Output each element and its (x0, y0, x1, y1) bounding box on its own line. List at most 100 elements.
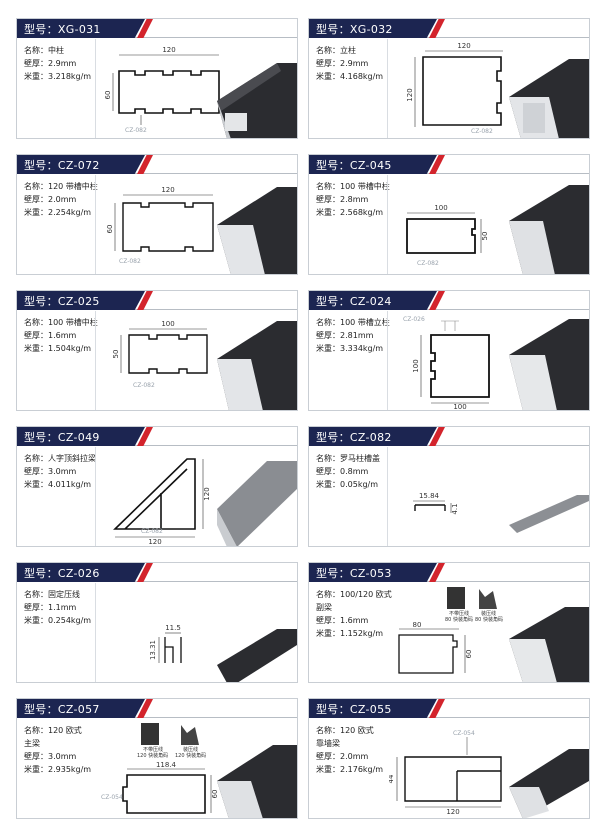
product-card-xg-031: 型号：XG-031 名称：中柱 壁厚：2.9mm 米重：3.218kg/m 12… (16, 18, 298, 139)
spec-list: 名称：中柱 壁厚：2.9mm 米重：3.218kg/m (24, 46, 92, 81)
model-title: 型号：CZ-026 (24, 567, 100, 580)
card-header: 型号：CZ-026 (17, 563, 297, 582)
model-title: 型号：XG-032 (316, 23, 393, 36)
svg-text:CZ-082: CZ-082 (119, 258, 141, 265)
model-title: 型号：CZ-024 (316, 295, 392, 308)
svg-text:120: 120 (446, 808, 459, 816)
cross-section-drawing: 120 60 CZ-082 (101, 177, 227, 273)
svg-text:120: 120 (161, 186, 174, 194)
profile-photo (217, 585, 297, 682)
svg-text:100: 100 (453, 403, 466, 409)
model-title: 型号：CZ-049 (24, 431, 100, 444)
cross-section-drawing: 15.84 4.1 (393, 449, 519, 545)
svg-text:120 快装角码: 120 快装角码 (137, 752, 168, 759)
spec-list: 名称：100 带槽中柱 壁厚：2.8mm 米重：2.568kg/m (316, 182, 390, 217)
spec-list: 名称：100 带槽中柱 壁厚：1.6mm 米重：1.504kg/m (24, 318, 98, 353)
card-header: 型号：XG-032 (309, 19, 589, 38)
model-title: 型号：CZ-045 (316, 159, 392, 172)
profile-photo (217, 41, 297, 138)
cross-section-drawing: 120 60 CZ-082 (101, 41, 227, 137)
model-title: 型号：CZ-025 (24, 295, 100, 308)
product-card-cz-045: 型号：CZ-045 名称：100 带槽中柱 壁厚：2.8mm 米重：2.568k… (308, 154, 590, 275)
profile-photo (509, 449, 589, 546)
svg-text:CZ-082: CZ-082 (133, 382, 155, 389)
model-title: 型号：CZ-055 (316, 703, 392, 716)
product-card-cz-053: 型号：CZ-053 名称：100/120 欧式 副梁 壁厚：1.6mm 米重：1… (308, 562, 590, 683)
profile-photo (509, 721, 589, 818)
product-card-cz-025: 型号：CZ-025 名称：100 带槽中柱 壁厚：1.6mm 米重：1.504k… (16, 290, 298, 411)
cross-section-drawing: CZ-026 100 100 (393, 313, 519, 409)
svg-text:120: 120 (162, 46, 175, 54)
card-header: 型号：CZ-024 (309, 291, 589, 310)
spec-list: 名称：固定压线 壁厚：1.1mm 米重：0.254kg/m (24, 590, 92, 625)
svg-text:不带压线: 不带压线 (449, 610, 469, 617)
profile-photo (217, 721, 297, 818)
card-header: 型号：CZ-072 (17, 155, 297, 174)
spec-list: 名称：120 欧式 主梁 壁厚：3.0mm 米重：2.935kg/m (24, 726, 92, 774)
svg-text:50: 50 (112, 350, 120, 359)
card-header: 型号：CZ-025 (17, 291, 297, 310)
spec-list: 名称：立柱 壁厚：2.9mm 米重：4.168kg/m (316, 46, 384, 81)
spec-list: 名称：120 带槽中柱 壁厚：2.0mm 米重：2.254kg/m (24, 182, 98, 217)
spec-list: 名称：罗马柱槽盖 壁厚：0.8mm 米重：0.05kg/m (316, 454, 380, 489)
svg-text:15.84: 15.84 (419, 492, 440, 500)
cross-section-drawing: 不带压线 120 快装角码 装压线 120 快装角码 118.4 60 CZ-0… (97, 721, 237, 817)
model-title: 型号：CZ-053 (316, 567, 392, 580)
product-card-cz-082: 型号：CZ-082 名称：罗马柱槽盖 壁厚：0.8mm 米重：0.05kg/m … (308, 426, 590, 547)
model-title: 型号：XG-031 (24, 23, 101, 36)
catalog-grid: 型号：XG-031 名称：中柱 壁厚：2.9mm 米重：3.218kg/m 12… (16, 18, 590, 819)
profile-photo (509, 41, 589, 138)
svg-text:CZ-026: CZ-026 (403, 316, 425, 323)
spec-list: 名称：120 欧式 靠墙梁 壁厚：2.0mm 米重：2.176kg/m (316, 726, 384, 774)
profile-photo (509, 585, 589, 682)
card-header: 型号：CZ-045 (309, 155, 589, 174)
svg-text:CZ-082: CZ-082 (141, 528, 163, 535)
svg-text:100: 100 (161, 320, 174, 328)
svg-text:60: 60 (211, 790, 219, 799)
product-card-cz-057: 型号：CZ-057 名称：120 欧式 主梁 壁厚：3.0mm 米重：2.935… (16, 698, 298, 819)
svg-text:118.4: 118.4 (156, 761, 177, 769)
svg-text:120: 120 (457, 42, 470, 50)
svg-text:100: 100 (434, 204, 447, 212)
card-header: 型号：CZ-049 (17, 427, 297, 446)
profile-photo (509, 177, 589, 274)
card-header: 型号：CZ-057 (17, 699, 297, 718)
svg-text:50: 50 (481, 232, 489, 241)
svg-text:CZ-054: CZ-054 (453, 730, 475, 737)
card-header: 型号：CZ-082 (309, 427, 589, 446)
cross-section-drawing: 100 50 CZ-082 (101, 313, 227, 409)
svg-text:120 快装角码: 120 快装角码 (175, 752, 206, 759)
product-card-cz-026: 型号：CZ-026 名称：固定压线 壁厚：1.1mm 米重：0.254kg/m … (16, 562, 298, 683)
svg-text:CZ-082: CZ-082 (417, 260, 439, 267)
svg-text:120: 120 (148, 538, 161, 545)
svg-text:装压线: 装压线 (183, 746, 198, 753)
product-card-xg-032: 型号：XG-032 名称：立柱 壁厚：2.9mm 米重：4.168kg/m 12… (308, 18, 590, 139)
svg-text:120: 120 (406, 88, 414, 101)
svg-text:13.31: 13.31 (149, 640, 157, 660)
product-card-cz-024: 型号：CZ-024 名称：100 带槽立柱 壁厚：2.81mm 米重：3.334… (308, 290, 590, 411)
product-card-cz-055: 型号：CZ-055 名称：120 欧式 靠墙梁 壁厚：2.0mm 米重：2.17… (308, 698, 590, 819)
card-header: 型号：CZ-053 (309, 563, 589, 582)
model-title: 型号：CZ-072 (24, 159, 100, 172)
cross-section-drawing: 11.5 13.31 (101, 585, 227, 681)
svg-text:60: 60 (104, 91, 112, 100)
svg-text:80 快装角码: 80 快装角码 (445, 616, 473, 623)
svg-text:80 快装角码: 80 快装角码 (475, 616, 503, 623)
svg-text:不带压线: 不带压线 (143, 746, 163, 753)
spec-list: 名称：人字顶斜拉梁 壁厚：3.0mm 米重：4.011kg/m (24, 454, 96, 489)
cross-section-drawing: 不带压线 80 快装角码 装压线 80 快装角码 80 60 (389, 585, 529, 681)
svg-text:4.1: 4.1 (451, 503, 459, 514)
svg-text:60: 60 (465, 650, 473, 659)
card-header: 型号：CZ-055 (309, 699, 589, 718)
svg-text:CZ-054: CZ-054 (101, 794, 123, 801)
cross-section-drawing: CZ-054 44 120 (389, 721, 519, 817)
svg-text:100: 100 (412, 359, 420, 372)
profile-photo (509, 313, 589, 410)
svg-text:44: 44 (389, 774, 395, 783)
model-title: 型号：CZ-057 (24, 703, 100, 716)
cross-section-drawing: 120 120 CZ-082 (101, 449, 227, 545)
spec-list: 名称：100/120 欧式 副梁 壁厚：1.6mm 米重：1.152kg/m (316, 590, 392, 638)
cross-section-drawing: 120 120 CZ-082 (393, 41, 519, 137)
model-title: 型号：CZ-082 (316, 431, 392, 444)
svg-text:60: 60 (106, 225, 114, 234)
